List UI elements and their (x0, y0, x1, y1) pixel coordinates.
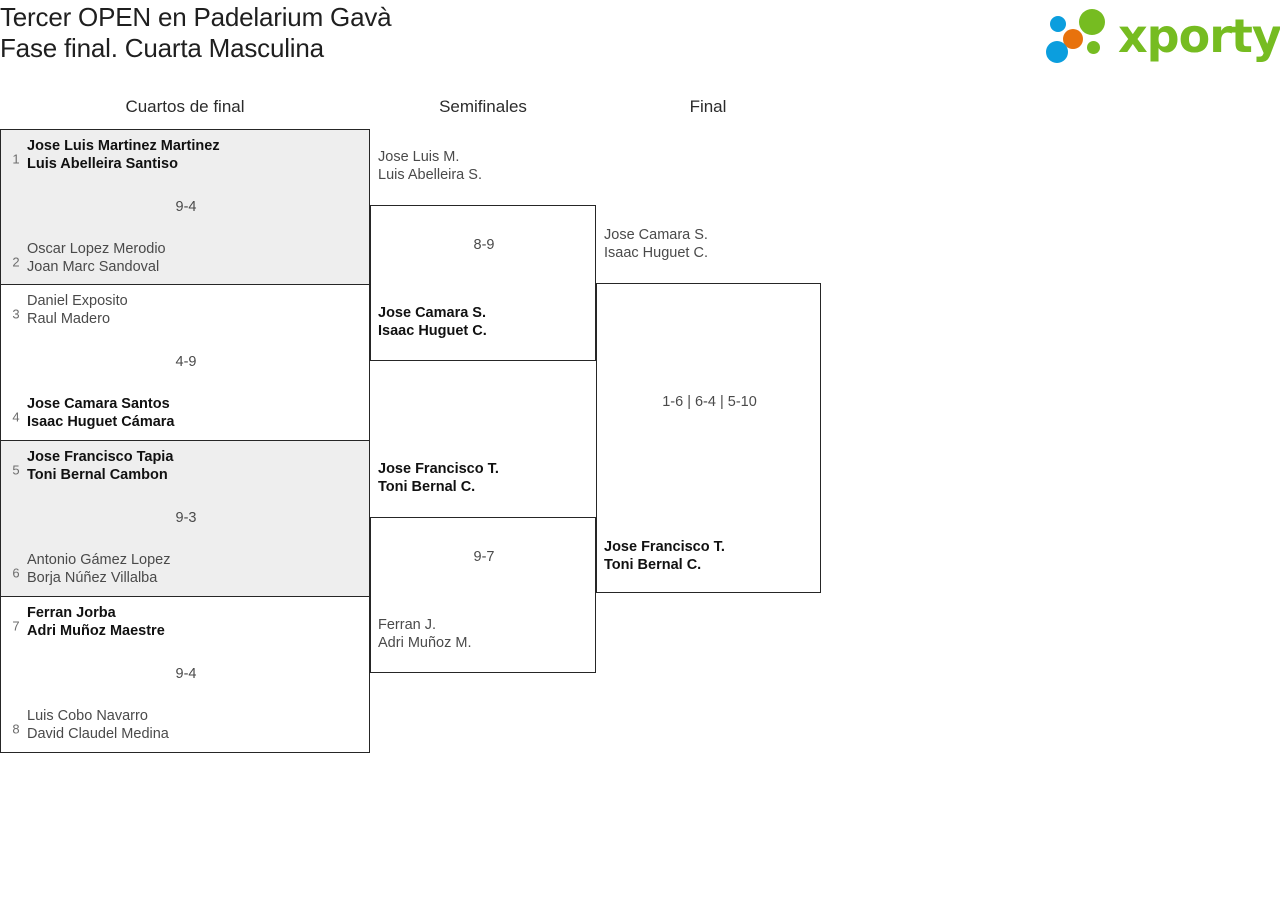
player-name: Isaac Huguet C. (378, 323, 487, 339)
team-slot[interactable]: 6 Antonio Gámez Lopez Borja Núñez Villal… (1, 551, 369, 595)
player-name: Luis Abelleira S. (378, 167, 482, 183)
player-name: Jose Francisco T. (378, 461, 499, 477)
player-name: Toni Bernal C. (604, 557, 702, 573)
player-name: Isaac Huguet Cámara (27, 414, 175, 430)
logo-wordmark: xporty (1118, 9, 1280, 63)
player-name: Luis Cobo Navarro (27, 708, 148, 724)
page-title: Tercer OPEN en Padelarium Gavà Fase fina… (0, 2, 392, 64)
match-semifinal-1[interactable]: 8-9 (370, 205, 596, 361)
team-names: Jose Francisco T. Toni Bernal C. (370, 460, 596, 496)
seed-number: 4 (12, 409, 20, 425)
player-name: Toni Bernal Cambon (27, 467, 168, 483)
xporty-logo[interactable]: xporty (1046, 8, 1280, 64)
team-slot[interactable]: 4 Jose Camara Santos Isaac Huguet Cámara (1, 395, 369, 439)
player-name: Jose Luis M. (378, 149, 460, 165)
player-name: Adri Muñoz Maestre (27, 623, 165, 639)
team-slot[interactable]: Jose Francisco T. Toni Bernal C. (370, 460, 596, 504)
page-header: Tercer OPEN en Padelarium Gavà Fase fina… (0, 0, 1280, 80)
round-header-semifinals: Semifinales (439, 97, 527, 116)
player-name: Toni Bernal C. (378, 479, 476, 495)
team-slot[interactable]: 7 Ferran Jorba Adri Muñoz Maestre (1, 604, 369, 648)
match-quarterfinal-3[interactable]: 5 Jose Francisco Tapia Toni Bernal Cambo… (0, 441, 370, 597)
match-score: 9-4 (175, 199, 197, 215)
player-name: Luis Abelleira Santiso (27, 156, 178, 172)
team-names: Jose Luis Martinez Martinez Luis Abellei… (1, 137, 369, 173)
team-slot[interactable]: Ferran J. Adri Muñoz M. (370, 616, 596, 660)
seed-number: 7 (12, 618, 20, 634)
logo-dot-blue-large (1046, 41, 1068, 63)
match-score: 9-4 (175, 666, 197, 682)
seed-number: 6 (12, 565, 20, 581)
seed-number: 2 (12, 254, 20, 270)
match-score: 4-9 (175, 354, 197, 370)
round-header-final: Final (689, 97, 727, 116)
player-name: Oscar Lopez Merodio (27, 241, 166, 257)
team-names: Daniel Exposito Raul Madero (1, 292, 369, 328)
match-quarterfinal-2[interactable]: 3 Daniel Exposito Raul Madero 4-9 4 Jose… (0, 285, 370, 441)
team-slot[interactable]: Jose Luis M. Luis Abelleira S. (370, 148, 596, 192)
player-name: Jose Camara S. (378, 305, 487, 321)
seed-number: 8 (12, 721, 20, 737)
team-names: Jose Camara Santos Isaac Huguet Cámara (1, 395, 369, 431)
match-score: 9-7 (473, 549, 495, 565)
team-names: Luis Cobo Navarro David Claudel Medina (1, 707, 369, 743)
player-name: Daniel Exposito (27, 293, 128, 309)
team-slot[interactable]: 8 Luis Cobo Navarro David Claudel Medina (1, 707, 369, 751)
player-name: David Claudel Medina (27, 726, 169, 742)
team-names: Jose Luis M. Luis Abelleira S. (370, 148, 596, 184)
player-name: Raul Madero (27, 311, 111, 327)
team-slot[interactable]: Jose Camara S. Isaac Huguet C. (596, 226, 821, 270)
round-header-quarterfinals: Cuartos de final (125, 97, 245, 116)
team-slot[interactable]: 1 Jose Luis Martinez Martinez Luis Abell… (1, 137, 369, 181)
team-slot[interactable]: 5 Jose Francisco Tapia Toni Bernal Cambo… (1, 448, 369, 492)
player-name: Antonio Gámez Lopez (27, 552, 171, 568)
player-name: Borja Núñez Villalba (27, 570, 158, 586)
logo-dot-blue-small (1050, 16, 1066, 32)
seed-number: 5 (12, 462, 20, 478)
team-names: Jose Francisco T. Toni Bernal C. (596, 538, 821, 574)
player-name: Ferran J. (378, 617, 437, 633)
match-quarterfinal-1[interactable]: 1 Jose Luis Martinez Martinez Luis Abell… (0, 129, 370, 285)
team-names: Oscar Lopez Merodio Joan Marc Sandoval (1, 240, 369, 276)
tournament-phase: Fase final. Cuarta Masculina (0, 33, 324, 63)
seed-number: 3 (12, 306, 20, 322)
tournament-name: Tercer OPEN en Padelarium Gavà (0, 2, 392, 32)
match-score: 8-9 (473, 237, 495, 253)
logo-dot-green-large (1079, 9, 1105, 35)
player-name: Jose Francisco Tapia (27, 449, 174, 465)
team-slot[interactable]: Jose Francisco T. Toni Bernal C. (596, 538, 821, 582)
match-score: 9-3 (175, 510, 197, 526)
player-name: Jose Camara S. (604, 227, 708, 243)
match-score: 1-6 | 6-4 | 5-10 (662, 394, 757, 410)
player-name: Jose Francisco T. (604, 539, 725, 555)
team-names: Jose Francisco Tapia Toni Bernal Cambon (1, 448, 369, 484)
team-names: Ferran J. Adri Muñoz M. (370, 616, 596, 652)
team-slot[interactable]: 3 Daniel Exposito Raul Madero (1, 292, 369, 336)
player-name: Isaac Huguet C. (604, 245, 708, 261)
team-names: Antonio Gámez Lopez Borja Núñez Villalba (1, 551, 369, 587)
player-name: Jose Camara Santos (27, 396, 170, 412)
logo-dot-orange (1063, 29, 1083, 49)
team-slot[interactable]: Jose Camara S. Isaac Huguet C. (370, 304, 596, 348)
team-names: Ferran Jorba Adri Muñoz Maestre (1, 604, 369, 640)
team-slot[interactable]: 2 Oscar Lopez Merodio Joan Marc Sandoval (1, 240, 369, 284)
player-name: Ferran Jorba (27, 605, 116, 621)
team-names: Jose Camara S. Isaac Huguet C. (370, 304, 596, 340)
logo-dots-icon (1046, 8, 1122, 64)
seed-number: 1 (12, 151, 20, 167)
match-semifinal-2[interactable]: 9-7 (370, 517, 596, 673)
logo-dot-green-small (1087, 41, 1100, 54)
player-name: Adri Muñoz M. (378, 635, 472, 651)
team-names: Jose Camara S. Isaac Huguet C. (596, 226, 821, 262)
match-quarterfinal-4[interactable]: 7 Ferran Jorba Adri Muñoz Maestre 9-4 8 … (0, 597, 370, 753)
player-name: Joan Marc Sandoval (27, 259, 160, 275)
match-final[interactable]: 1-6 | 6-4 | 5-10 (596, 283, 821, 593)
player-name: Jose Luis Martinez Martinez (27, 138, 220, 154)
